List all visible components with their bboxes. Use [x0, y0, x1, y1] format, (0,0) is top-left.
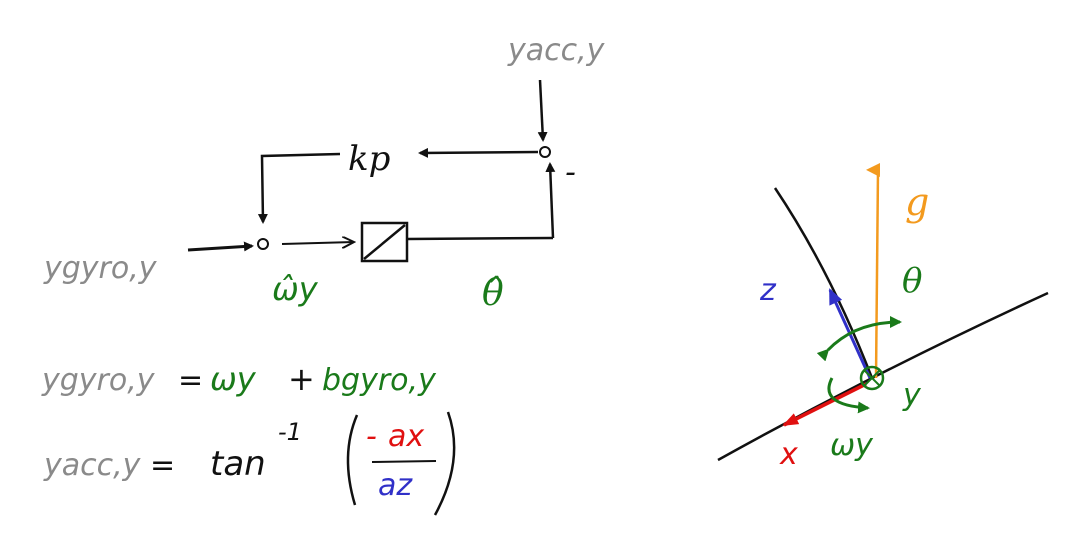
- eq2-left-paren: [346, 414, 359, 506]
- theta-feedback-arrow: [545, 162, 556, 239]
- eq2-superscript: -1: [278, 418, 302, 446]
- yacc-arrow: [537, 79, 548, 142]
- minus-sign: -: [565, 155, 576, 190]
- feedback-arrow-to-gain: [418, 147, 539, 158]
- eq2-right-paren: [433, 411, 456, 516]
- rate-arrow-to-integrator: [281, 242, 354, 244]
- rate-estimate-label: ω̂y: [272, 270, 319, 308]
- gain-to-left-junction-line: [257, 152, 341, 224]
- eq2-tan: tan: [210, 444, 266, 484]
- eq1-plus: +: [288, 360, 315, 398]
- x-axis-arrow: [782, 382, 867, 427]
- omega-label: ωy: [830, 428, 874, 463]
- x-axis-label: x: [779, 437, 798, 472]
- eq2-equals: =: [150, 448, 175, 483]
- eq1-bias: bgyro,y: [322, 363, 437, 398]
- equation-2: yacc,y = tan -1 - ax az: [43, 411, 456, 516]
- summing-junction-left: [257, 238, 269, 250]
- eq2-numerator: ax: [388, 419, 424, 454]
- summing-junction-right: [539, 146, 551, 158]
- y-axis-symbol: [859, 365, 885, 391]
- z-axis-label: z: [759, 273, 777, 308]
- equation-1: ygyro,y = ωy + bgyro,y: [41, 360, 437, 398]
- omega-rotation-arc: [827, 377, 870, 414]
- eq1-lhs: ygyro,y: [41, 363, 156, 398]
- gain-label: kp: [348, 139, 390, 179]
- angle-estimate-label: θ̂: [482, 273, 504, 314]
- gravity-arrow: [866, 163, 881, 379]
- eq2-denominator: az: [378, 468, 413, 503]
- gyro-input-arrow: [187, 241, 254, 252]
- eq1-omega: ωy: [210, 360, 257, 398]
- eq2-lhs: yacc,y: [43, 448, 142, 483]
- integrator-output-line: [406, 236, 554, 241]
- yacc-input-label: yacc,y: [507, 33, 606, 68]
- ygyro-input-label: ygyro,y: [43, 251, 158, 286]
- theta-label: θ: [902, 261, 922, 301]
- eq2-num-sign: -: [366, 419, 377, 454]
- integrator-block: [360, 221, 409, 263]
- gravity-label: g: [905, 180, 929, 224]
- y-axis-label: y: [902, 378, 922, 413]
- eq1-equals: =: [178, 363, 203, 398]
- theta-arc: [816, 316, 902, 362]
- eq2-fraction-bar: [371, 460, 437, 463]
